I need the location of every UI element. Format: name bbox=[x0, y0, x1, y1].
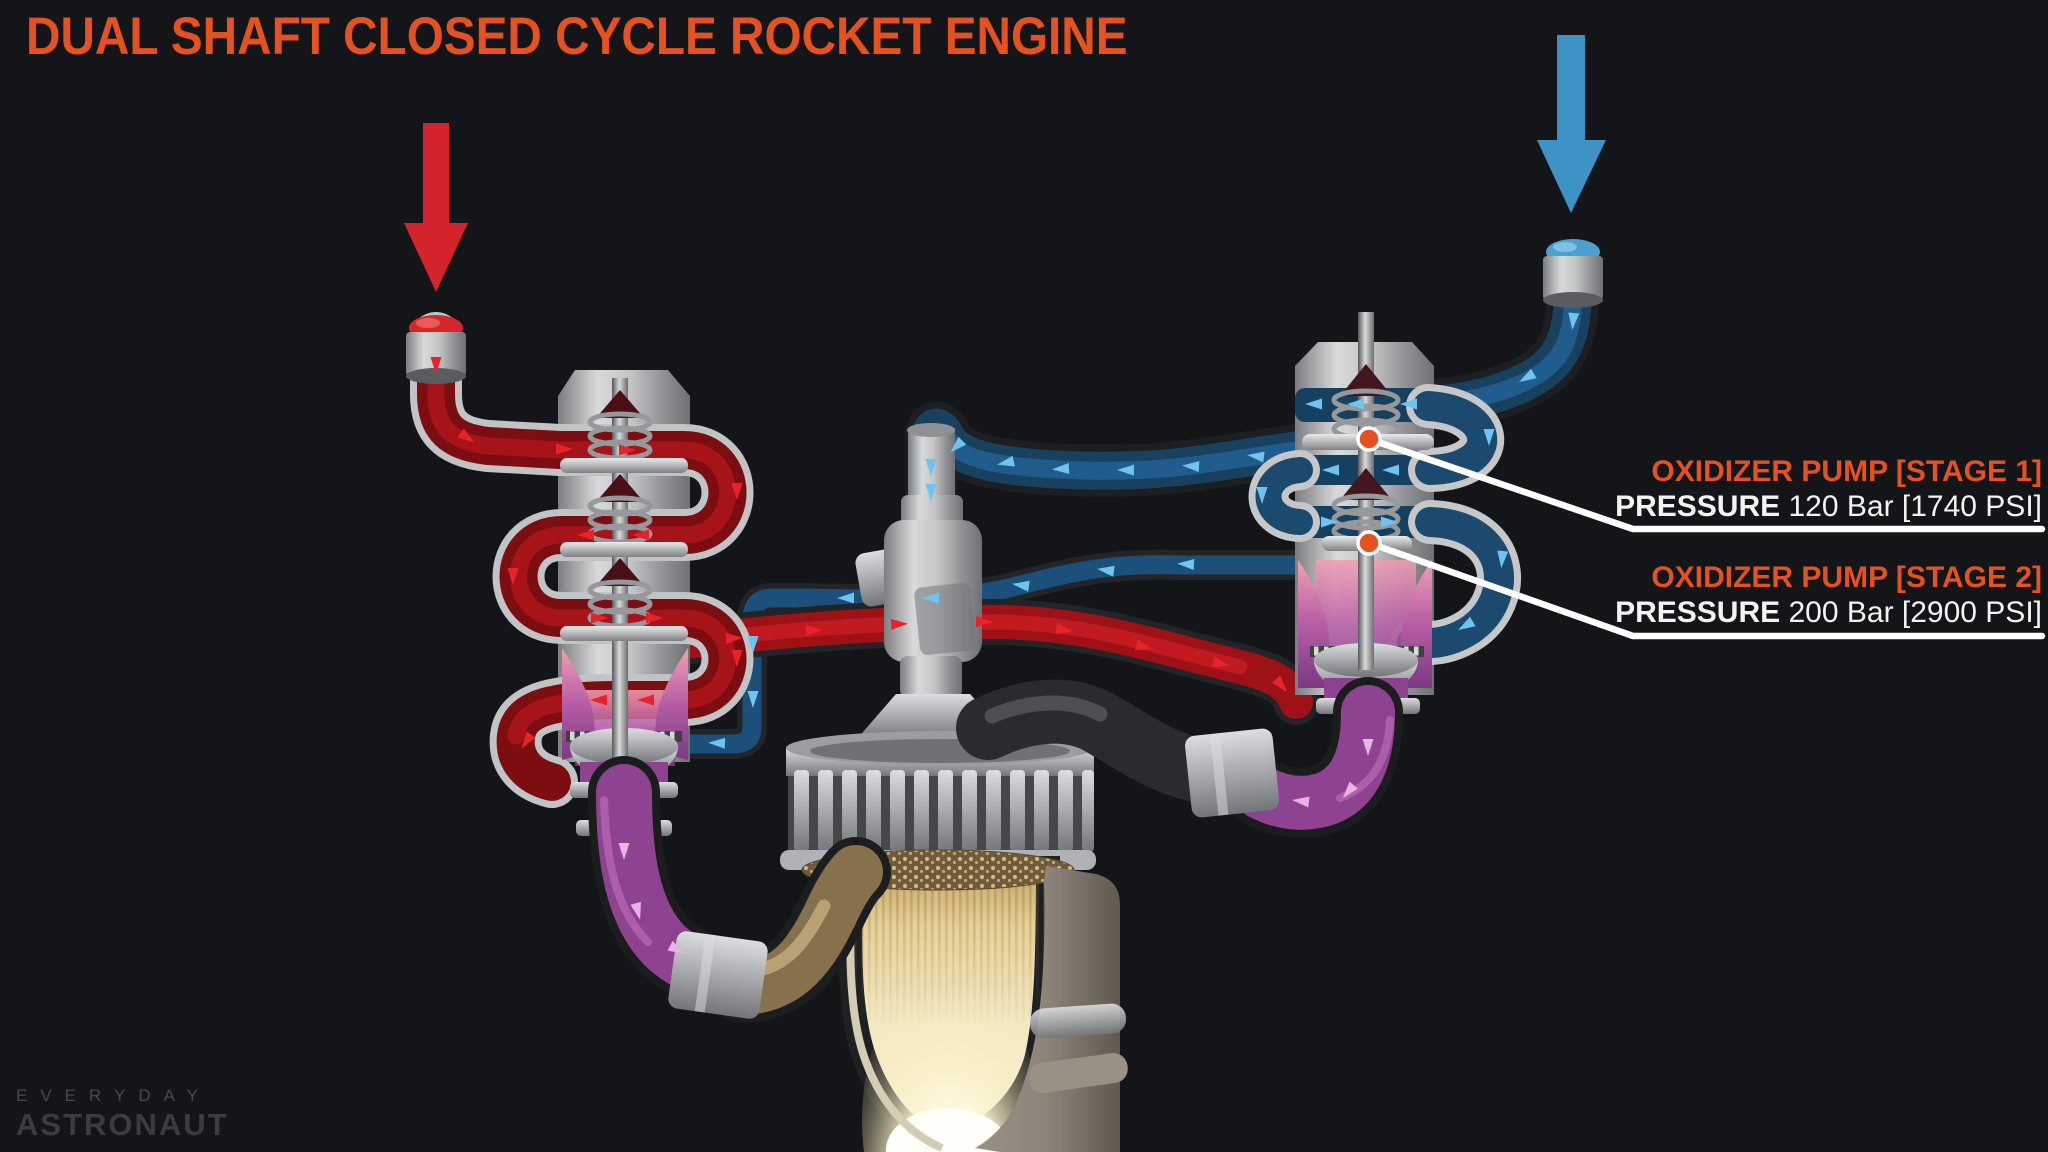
oxidizer-inlet-arrow-icon bbox=[1537, 35, 1606, 213]
oxidizer-boost-line bbox=[673, 549, 1315, 759]
pressure-value: 120 Bar [1740 PSI] bbox=[1788, 490, 2042, 523]
fuel-inlet-port bbox=[406, 315, 466, 384]
callout-dot-stage1 bbox=[1356, 426, 1382, 452]
callout-oxidizer-stage2: OXIDIZER PUMP [STAGE 2] PRESSURE 200 Bar… bbox=[1615, 560, 2042, 630]
oxidizer-inlet-port bbox=[1543, 239, 1603, 308]
fuel-pump-stages bbox=[560, 390, 688, 641]
brand-watermark: EVERYDAY ASTRONAUT bbox=[16, 1086, 229, 1143]
callout-dot-stage2 bbox=[1356, 530, 1382, 556]
fuel-crossover-line bbox=[661, 599, 1319, 725]
watermark-line2: ASTRONAUT bbox=[16, 1107, 229, 1142]
pressure-label: PRESSURE bbox=[1615, 596, 1781, 629]
pipe-coupling-left bbox=[668, 931, 768, 1019]
callout-stage2-heading: OXIDIZER PUMP [STAGE 2] bbox=[1651, 561, 2042, 594]
fuel-inlet-arrow-icon bbox=[404, 123, 468, 292]
oxidizer-loop-pipes bbox=[1248, 384, 1521, 666]
callout-stage1-heading: OXIDIZER PUMP [STAGE 1] bbox=[1651, 455, 2042, 488]
fuel-turbine-section bbox=[562, 648, 688, 786]
pipe-coupling-right bbox=[1185, 728, 1280, 818]
callout-stage1-pressure: PRESSURE 120 Bar [1740 PSI] bbox=[1615, 489, 2042, 524]
chamber-flame bbox=[862, 970, 1038, 1152]
callout-leaders bbox=[1356, 426, 2046, 640]
callout-line-stage1 bbox=[1365, 435, 2046, 533]
callout-stage2-pressure: PRESSURE 200 Bar [2900 PSI] bbox=[1615, 595, 2042, 630]
watermark-line1: EVERYDAY bbox=[16, 1086, 212, 1105]
callout-line-stage2 bbox=[1365, 539, 2046, 640]
page-title: DUAL SHAFT CLOSED CYCLE ROCKET ENGINE bbox=[26, 7, 1128, 66]
pressure-value: 200 Bar [2900 PSI] bbox=[1788, 596, 2042, 629]
pressure-label: PRESSURE bbox=[1615, 490, 1781, 523]
fuel-pump-assembly bbox=[406, 312, 754, 836]
oxidizer-turbine-section bbox=[1298, 560, 1432, 698]
callout-oxidizer-stage1: OXIDIZER PUMP [STAGE 1] PRESSURE 120 Bar… bbox=[1615, 454, 2042, 524]
injector-head-ribs bbox=[794, 770, 1094, 852]
fuel-rich-gas-pipe-left bbox=[588, 756, 891, 1023]
